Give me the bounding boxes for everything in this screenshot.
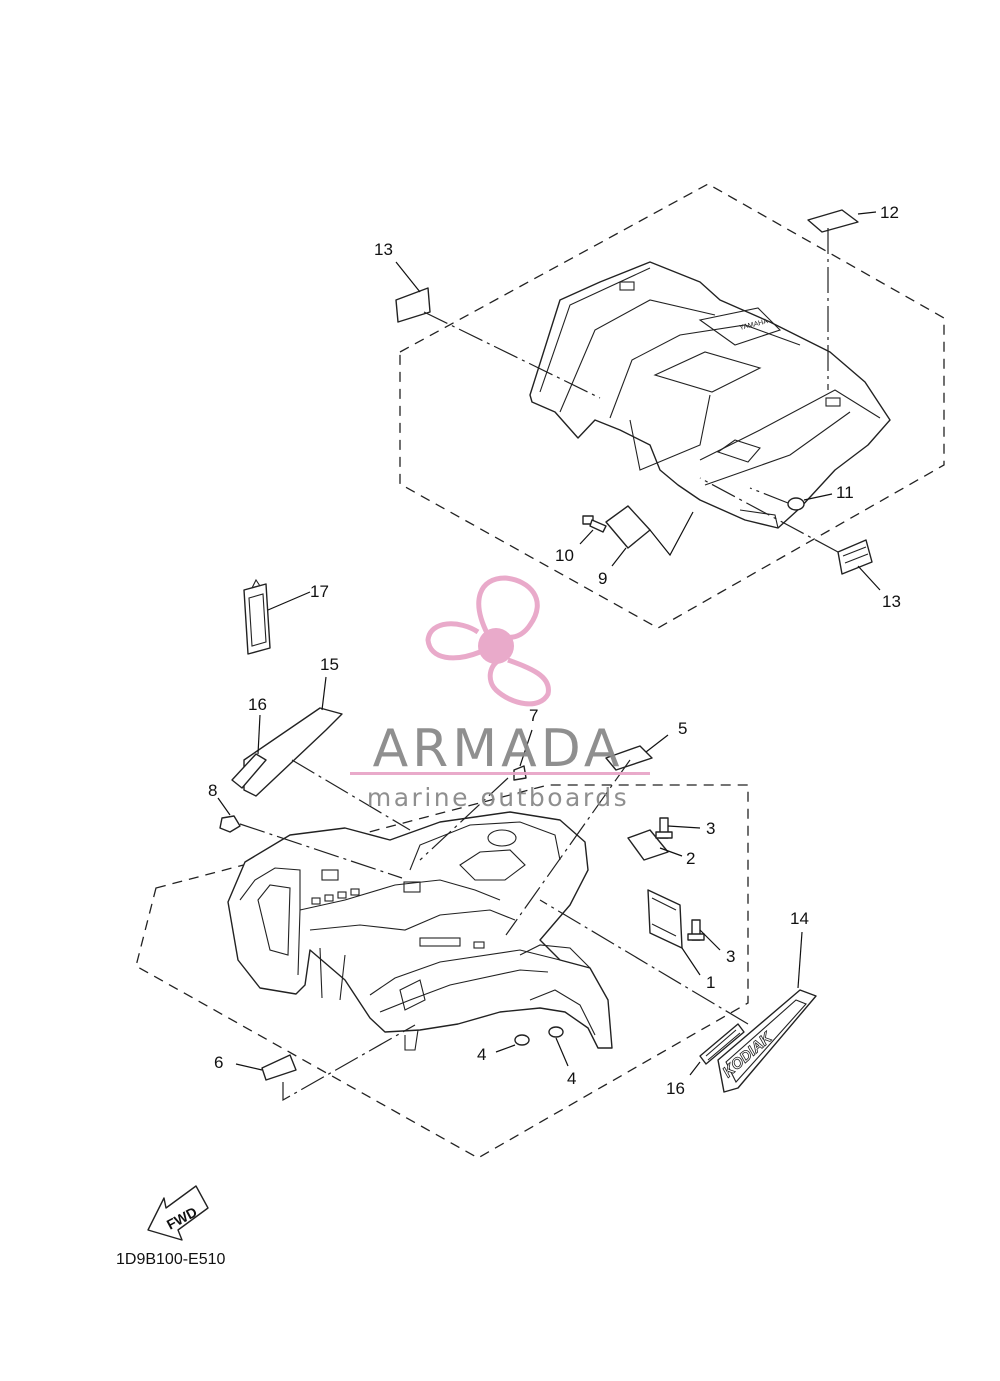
callout-17: 17: [310, 582, 329, 601]
part-6-label: [261, 1054, 297, 1081]
part-13-emblem-lower: [837, 539, 873, 575]
part-5-label: [605, 745, 653, 771]
part-9-plate: [605, 505, 651, 549]
part-12-label: [807, 209, 859, 233]
callout-5: 5: [678, 719, 687, 738]
part-3-screw-lower: [687, 919, 721, 951]
callout-12: 12: [880, 203, 899, 222]
fwd-arrow: FWD: [147, 1185, 209, 1241]
callout-4-left: 4: [477, 1045, 486, 1064]
front-assembly-dashed-boundary: [135, 784, 749, 1159]
callout-1: 1: [706, 973, 715, 992]
part-16-label-right: [689, 1023, 745, 1076]
callout-11: 11: [836, 483, 854, 502]
callout-2: 2: [686, 849, 695, 868]
propeller-logo-icon: [425, 575, 551, 707]
part-15-side-decal: [243, 707, 343, 797]
part-16-label-left: [231, 753, 267, 789]
callout-16-right: 16: [666, 1079, 685, 1098]
callout-10: 10: [555, 546, 574, 565]
callout-9: 9: [598, 569, 607, 588]
part-13-label-upper: [395, 287, 431, 323]
callout-numbers: 1 2 3 3 4 4 5 6 7 8 9 10 11 12 13 13 14 …: [208, 203, 901, 1098]
callout-16-left: 16: [248, 695, 267, 714]
callout-14: 14: [790, 909, 809, 928]
front-fender: [227, 811, 613, 1049]
callout-7: 7: [529, 706, 538, 725]
diagram-code: 1D9B100-E510: [116, 1251, 226, 1268]
armada-watermark: ARMADA marine outboards: [350, 575, 650, 812]
front-fender-group: KODIAK: [135, 578, 817, 1159]
part-11-grommet: [787, 497, 805, 511]
callout-15: 15: [320, 655, 339, 674]
callout-13-lower: 13: [882, 592, 901, 611]
callout-13-upper: 13: [374, 240, 393, 259]
part-3-screw-upper: [655, 817, 701, 839]
watermark-tagline: marine outboards: [367, 783, 629, 812]
part-10-screw: [582, 515, 607, 533]
callout-3-upper: 3: [706, 819, 715, 838]
part-8-cap: [219, 815, 241, 833]
part-4-grommet-right: [548, 1026, 564, 1038]
callout-8: 8: [208, 781, 217, 800]
callout-3-lower: 3: [726, 947, 735, 966]
rear-fender-group: YAMAHA: [395, 183, 945, 629]
part-4-grommet-left: [514, 1034, 530, 1046]
callout-4-right: 4: [567, 1069, 576, 1088]
part-17-caution-label: [243, 578, 311, 655]
callout-6: 6: [214, 1053, 223, 1072]
watermark-brand: ARMADA: [373, 719, 624, 779]
rear-assembly-dashed-boundary: [399, 183, 945, 629]
part-2-plate: [627, 829, 669, 861]
